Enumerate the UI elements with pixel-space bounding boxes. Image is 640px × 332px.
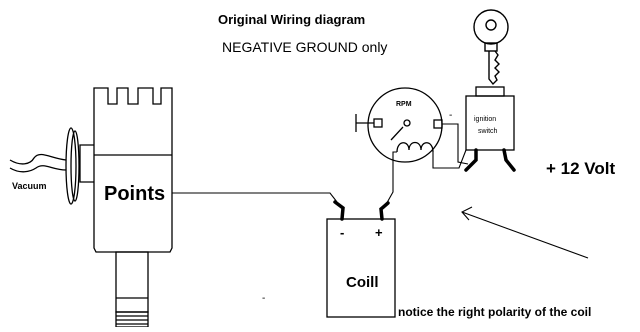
- ignition-switch: [465, 86, 515, 151]
- rpm-coil-winding: [396, 141, 434, 153]
- wire-points-to-coil: [172, 192, 338, 203]
- coil-plus-lead: [379, 201, 390, 221]
- polarity-note: notice the right polarity of the coil: [398, 305, 591, 319]
- coil-minus-label: -: [340, 225, 344, 240]
- wire-coil-to-rpm: [383, 151, 397, 209]
- distributor-label: Points: [104, 183, 165, 205]
- coil-body: [326, 218, 396, 318]
- coil-minus-lead: [333, 200, 345, 221]
- coil: [326, 218, 396, 318]
- rpm-terminal-left: [373, 118, 383, 128]
- ignition-switch-cap: [475, 86, 505, 97]
- switch-left-lead: [464, 148, 478, 172]
- wire-rpm-terminal-to-switch: [442, 123, 469, 165]
- switch-right-lead: [502, 148, 516, 172]
- wire-rpm-to-switch: [432, 149, 467, 169]
- rpm-minus-label: -: [449, 110, 452, 121]
- rpm-gauge: [355, 87, 443, 163]
- distributor-shaft: [115, 251, 149, 313]
- supply-label: + 12 Volt: [546, 159, 615, 178]
- rpm-needle: [390, 126, 404, 141]
- vacuum-label: Vacuum: [12, 181, 47, 191]
- rpm-terminal-right: [433, 119, 443, 129]
- key-icon: [473, 9, 509, 86]
- diagram-title: Original Wiring diagram: [218, 12, 365, 27]
- terminal-leads: [333, 148, 516, 221]
- polarity-arrow: [461, 206, 589, 259]
- switch-label-line1: ignition: [474, 116, 496, 123]
- coil-plus-label: +: [375, 225, 383, 240]
- switch-label-line2: switch: [478, 128, 498, 135]
- vacuum-advance-unit: [9, 127, 94, 205]
- distributor: [9, 87, 173, 328]
- stray-mark: -: [262, 293, 265, 304]
- coil-label: Coill: [346, 274, 379, 291]
- rpm-label: RPM: [396, 101, 412, 108]
- diagram-subtitle: NEGATIVE GROUND only: [222, 39, 387, 55]
- wiring: [172, 123, 469, 209]
- distributor-cap: [93, 87, 173, 253]
- ignition-switch-body: [465, 95, 515, 151]
